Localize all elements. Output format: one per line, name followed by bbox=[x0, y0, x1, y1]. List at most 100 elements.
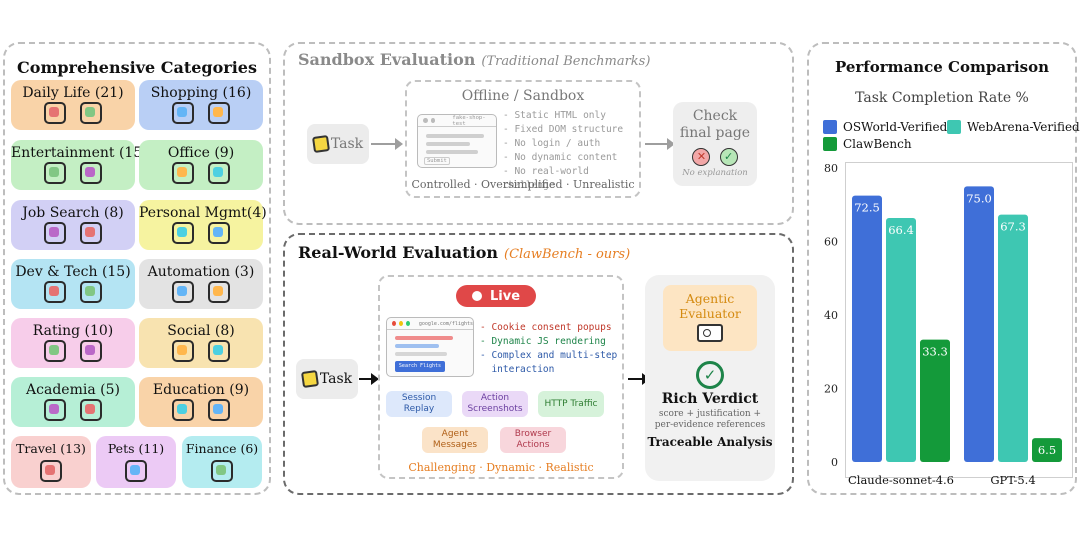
y-tick-label: 20 bbox=[824, 383, 838, 396]
category-tile: Pets (11) bbox=[96, 436, 176, 488]
rich-verdict-title: Rich Verdict bbox=[661, 391, 759, 407]
traceable-analysis-label: Traceable Analysis bbox=[647, 435, 773, 449]
category-tile: Automation (3) bbox=[139, 259, 263, 309]
bar-value-label: 67.3 bbox=[1000, 220, 1026, 234]
category-label: Entertainment (15) bbox=[11, 145, 148, 161]
plot-frame bbox=[845, 162, 1073, 478]
chip-action-screenshots: Action Screenshots bbox=[462, 391, 528, 417]
category-tile: Office (9) bbox=[139, 140, 263, 190]
category-label: Rating (10) bbox=[32, 323, 114, 339]
bar-chart: 02040608072.566.433.3Claude-sonnet-4.675… bbox=[824, 162, 1062, 487]
bar-value-label: 72.5 bbox=[854, 201, 880, 215]
category-tile: Travel (13) bbox=[11, 436, 91, 488]
realworld-subtitle: (ClawBench - ours) bbox=[504, 247, 631, 262]
categories-title: Comprehensive Categories bbox=[17, 58, 257, 77]
category-icon bbox=[80, 162, 102, 184]
rich-verdict-desc: score + justification + per-evidence ref… bbox=[654, 409, 766, 430]
sandbox-mini-url: fake-shop-test bbox=[452, 114, 486, 127]
sandbox-task-label: Task bbox=[330, 136, 364, 152]
category-icon bbox=[80, 222, 102, 244]
category-label: Social (8) bbox=[167, 323, 235, 339]
bar-value-label: 66.4 bbox=[888, 223, 914, 237]
realworld-feature: - Cookie consent popups bbox=[480, 322, 612, 333]
chip-agent-messages: Agent Messages bbox=[422, 427, 488, 453]
sandbox-mini-submit: Submit bbox=[424, 157, 450, 165]
category-icon bbox=[80, 340, 102, 362]
sandbox-feature: - Static HTML only bbox=[503, 110, 606, 121]
category-icons bbox=[139, 102, 263, 124]
category-tile: Dev & Tech (15) bbox=[11, 259, 135, 309]
legend-label: WebArena-Verified bbox=[967, 120, 1080, 134]
sandbox-mini-browser: fake-shop-test Submit bbox=[417, 114, 497, 168]
sandbox-feature: - No dynamic content bbox=[503, 152, 618, 163]
realworld-footer: Challenging · Dynamic · Realistic bbox=[408, 461, 594, 474]
category-icons bbox=[182, 460, 262, 482]
realworld-task-box: Task bbox=[296, 359, 358, 399]
category-label: Personal Mgmt(4) bbox=[139, 205, 267, 221]
category-icons bbox=[11, 399, 135, 421]
check-icon: ✓ bbox=[719, 148, 738, 166]
category-icons bbox=[11, 340, 135, 362]
chip-browser-actions: Browser Actions bbox=[500, 427, 566, 453]
bar bbox=[998, 214, 1028, 462]
category-icon bbox=[44, 162, 66, 184]
task-note-icon bbox=[300, 369, 319, 389]
category-icon bbox=[208, 162, 230, 184]
realworld-feature: interaction bbox=[480, 364, 555, 375]
agentic-evaluator-box: Agentic Evaluator bbox=[663, 285, 757, 351]
legend-swatch bbox=[823, 120, 837, 134]
category-icon bbox=[172, 102, 194, 124]
category-label: Finance (6) bbox=[185, 441, 259, 456]
category-icons bbox=[139, 399, 263, 421]
category-tile: Shopping (16) bbox=[139, 80, 263, 130]
category-label: Dev & Tech (15) bbox=[15, 264, 131, 280]
category-icon bbox=[44, 340, 66, 362]
sandbox-offline-box: Offline / Sandbox fake-shop-test Submit … bbox=[405, 80, 641, 198]
category-icon bbox=[208, 399, 230, 421]
verdict-panel: Agentic Evaluator ✓ Rich Verdict score +… bbox=[645, 275, 775, 481]
category-icon bbox=[172, 399, 194, 421]
category-icons bbox=[11, 460, 91, 482]
sandbox-feature: - Fixed DOM structure bbox=[503, 124, 624, 135]
realworld-feature-list: - Cookie consent popups - Dynamic JS ren… bbox=[480, 321, 617, 377]
bar bbox=[1032, 438, 1062, 462]
category-tile: Personal Mgmt(4) bbox=[139, 200, 267, 250]
category-icon bbox=[125, 460, 147, 482]
chip-http-traffic: HTTP Traffic bbox=[538, 391, 604, 417]
bar bbox=[852, 195, 882, 462]
category-icon bbox=[208, 340, 230, 362]
category-tile: Social (8) bbox=[139, 318, 263, 368]
category-icon bbox=[80, 102, 102, 124]
category-tile: Rating (10) bbox=[11, 318, 135, 368]
category-icon bbox=[208, 102, 230, 124]
realworld-feature: - Dynamic JS rendering bbox=[480, 336, 606, 347]
category-icons bbox=[139, 162, 263, 184]
category-icon bbox=[44, 281, 66, 303]
bar bbox=[886, 217, 916, 462]
category-icons bbox=[11, 162, 135, 184]
sandbox-arrow-out bbox=[645, 138, 675, 150]
chip-session-replay: Session Replay bbox=[386, 391, 452, 417]
category-icon bbox=[44, 102, 66, 124]
category-label: Shopping (16) bbox=[150, 85, 252, 101]
sandbox-task-box: Task bbox=[307, 124, 369, 164]
category-icons bbox=[96, 460, 176, 482]
realworld-title-text: Real-World Evaluation bbox=[298, 243, 498, 262]
category-icon bbox=[172, 222, 194, 244]
category-icon bbox=[172, 162, 194, 184]
category-icon bbox=[208, 281, 230, 303]
bar-value-label: 33.3 bbox=[922, 345, 948, 359]
category-label: Pets (11) bbox=[107, 441, 165, 456]
category-icon bbox=[208, 222, 230, 244]
category-icon bbox=[172, 340, 194, 362]
sandbox-footer: Controlled · Oversimplified · Unrealisti… bbox=[411, 178, 635, 191]
category-tile: Job Search (8) bbox=[11, 200, 135, 250]
category-icon bbox=[40, 460, 62, 482]
live-badge: Live bbox=[456, 285, 536, 307]
category-label: Daily Life (21) bbox=[22, 85, 124, 101]
y-tick-label: 80 bbox=[824, 162, 838, 175]
bar-value-label: 75.0 bbox=[966, 191, 992, 205]
sandbox-feature: - No real-world challenge bbox=[503, 166, 589, 191]
sandbox-subtitle: (Traditional Benchmarks) bbox=[481, 54, 651, 69]
realworld-live-box: Live google.com/flights Search Flights -… bbox=[378, 275, 624, 479]
